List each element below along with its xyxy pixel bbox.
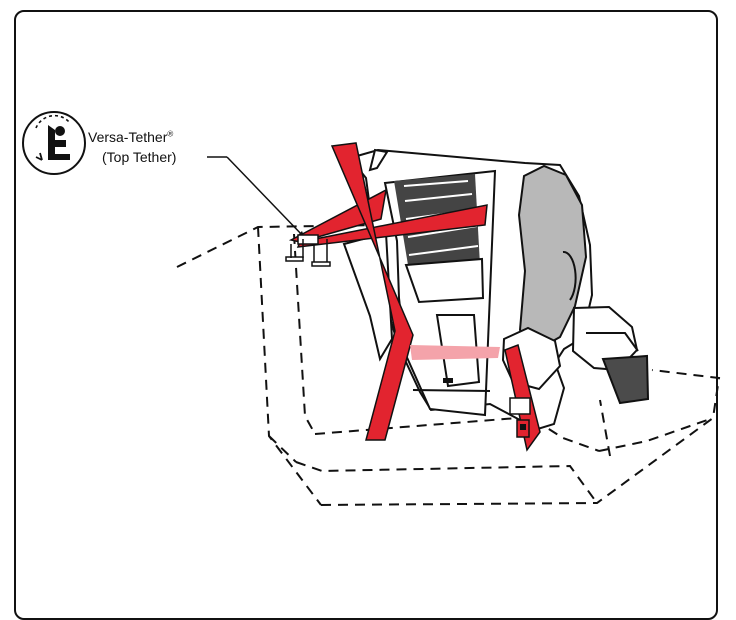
child-seat-tether-icon — [23, 112, 85, 174]
tether-label-title: Versa-Tether® — [88, 129, 173, 145]
tether-label-subtitle: (Top Tether) — [102, 149, 176, 165]
